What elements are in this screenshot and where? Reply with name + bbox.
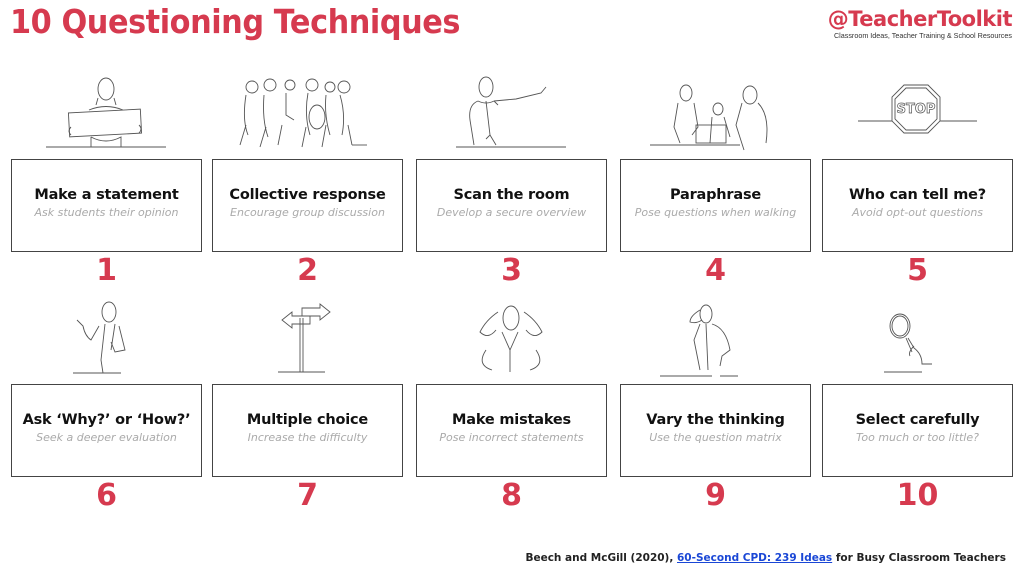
technique-subtitle: Too much or too little? — [856, 431, 979, 444]
technique-box: Scan the room Develop a secure overview — [416, 159, 607, 252]
technique-subtitle: Develop a secure overview — [436, 206, 587, 219]
technique-subtitle: Pose incorrect statements — [439, 431, 584, 444]
group-circle-discussion-icon — [212, 65, 403, 157]
technique-box: Who can tell me? Avoid opt-out questions — [822, 159, 1013, 252]
technique-box: Collective response Encourage group disc… — [212, 159, 403, 252]
citation-prefix: Beech and McGill (2020), — [525, 552, 677, 564]
technique-title: Select carefully — [855, 412, 980, 428]
page-title: 10 Questioning Techniques — [10, 2, 461, 41]
technique-number: 3 — [501, 253, 522, 288]
technique-title: Scan the room — [453, 187, 570, 203]
technique-number: 1 — [96, 253, 117, 288]
technique-subtitle: Ask students their opinion — [34, 206, 179, 219]
technique-subtitle: Encourage group discussion — [230, 206, 385, 219]
technique-title: Collective response — [229, 187, 386, 203]
technique-box: Vary the thinking Use the question matri… — [620, 384, 811, 477]
technique-number: 6 — [96, 478, 117, 513]
citation-footer: Beech and McGill (2020), 60-Second CPD: … — [525, 552, 1006, 564]
technique-number: 8 — [501, 478, 522, 513]
technique-box: Ask ‘Why?’ or ‘How?’ Seek a deeper evalu… — [11, 384, 202, 477]
technique-title: Make a statement — [34, 187, 179, 203]
technique-box: Make mistakes Pose incorrect statements — [416, 384, 607, 477]
man-pointing-icon — [416, 65, 607, 157]
brand-tagline: Classroom Ideas, Teacher Training & Scho… — [833, 31, 1012, 40]
brand-name: @TeacherToolkit — [827, 7, 1013, 31]
svg-text:STOP: STOP — [897, 102, 936, 117]
technique-box: Paraphrase Pose questions when walking — [620, 159, 811, 252]
technique-number: 5 — [907, 253, 928, 288]
technique-number: 9 — [705, 478, 726, 513]
technique-box: Multiple choice Increase the difficulty — [212, 384, 403, 477]
book-link[interactable]: 60-Second CPD: 239 Ideas — [677, 552, 833, 564]
thinking-man-icon — [620, 290, 811, 382]
citation-suffix: for Busy Classroom Teachers — [832, 552, 1006, 564]
technique-subtitle: Pose questions when walking — [634, 206, 797, 219]
technique-subtitle: Use the question matrix — [649, 431, 782, 444]
group-at-laptop-icon — [620, 65, 811, 157]
technique-number: 10 — [896, 478, 939, 513]
brand-logo: @TeacherToolkit Classroom Ideas, Teacher… — [827, 7, 1013, 40]
technique-title: Who can tell me? — [849, 187, 986, 203]
technique-title: Make mistakes — [452, 412, 571, 428]
magnifying-glass-icon — [822, 290, 1013, 382]
technique-box: Make a statement Ask students their opin… — [11, 159, 202, 252]
technique-number: 4 — [705, 253, 726, 288]
technique-subtitle: Seek a deeper evaluation — [36, 431, 177, 444]
technique-number: 7 — [297, 478, 318, 513]
technique-box: Select carefully Too much or too little? — [822, 384, 1013, 477]
technique-subtitle: Avoid opt-out questions — [851, 206, 984, 219]
technique-title: Multiple choice — [246, 412, 369, 428]
stop-sign-icon: STOP — [822, 65, 1013, 157]
technique-number: 2 — [297, 253, 318, 288]
direction-signpost-icon — [212, 290, 403, 382]
person-holding-sign-icon — [11, 65, 202, 157]
stressed-man-icon — [416, 290, 607, 382]
technique-title: Paraphrase — [669, 187, 762, 203]
technique-subtitle: Increase the difficulty — [247, 431, 368, 444]
man-gesturing-icon — [11, 290, 202, 382]
technique-title: Vary the thinking — [646, 412, 785, 428]
technique-title: Ask ‘Why?’ or ‘How?’ — [22, 412, 191, 428]
